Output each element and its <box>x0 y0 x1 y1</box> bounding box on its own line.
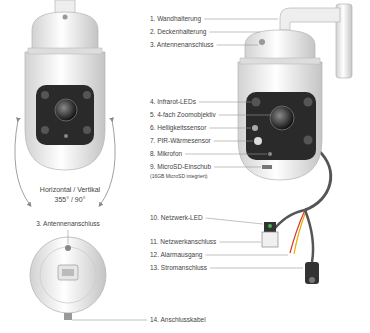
callout-label: 8. Mikrofon <box>150 150 182 158</box>
leader-line <box>214 167 261 168</box>
callout-label: 11. Netzwerkanschluss <box>150 238 216 246</box>
callout-label: 12. Alarmausgang <box>150 251 202 259</box>
callout-label: 2. Deckenhalterung <box>150 28 206 36</box>
callout-label: 3. Antennenanschluss <box>36 220 100 228</box>
leader-line <box>68 230 69 244</box>
leader-line <box>217 45 258 46</box>
leader-line <box>209 32 260 33</box>
leader-line <box>206 218 263 224</box>
callout-label: 4. Infrarot-LEDs <box>150 98 196 106</box>
rotation-label: 355° / 90° <box>55 196 86 204</box>
rotation-arrow <box>15 120 30 205</box>
callout-label: 5. 4-fach Zoomobjektiv <box>150 111 216 119</box>
callout-label: 1. Wandhalterung <box>150 15 201 23</box>
callout-label: 14. Anschlusskabel <box>150 316 206 324</box>
rotation-label: Horizontal / Vertikal <box>40 186 100 194</box>
camera-wall-mounted <box>238 4 352 210</box>
leader-line <box>72 320 147 321</box>
callout-label: 6. Helligkeitssensor <box>150 124 206 132</box>
leader-line <box>199 102 251 103</box>
leader-line <box>209 128 251 129</box>
rotation-arrow <box>100 120 115 205</box>
callout-label: 13. Stromanschluss <box>150 264 207 272</box>
callout-label: 3. Antennenanschluss <box>150 41 214 49</box>
callout-label: 9. MicroSD-Einschub <box>150 163 211 171</box>
leader-line <box>204 19 278 20</box>
leader-line <box>219 242 261 243</box>
leader-line <box>210 268 303 269</box>
leader-line <box>185 154 267 155</box>
camera-front <box>25 0 105 170</box>
cable-connectors <box>262 210 319 284</box>
callout-label: 10. Netzwerk-LED <box>150 214 203 222</box>
camera-bottom-view <box>30 237 106 320</box>
leader-line <box>214 141 253 142</box>
leader-line <box>219 115 271 116</box>
leader-line <box>205 255 288 256</box>
callout-label: (16GB MicroSD integriert) <box>150 172 208 180</box>
callout-label: 7. PIR-Wärmesensor <box>150 137 211 145</box>
